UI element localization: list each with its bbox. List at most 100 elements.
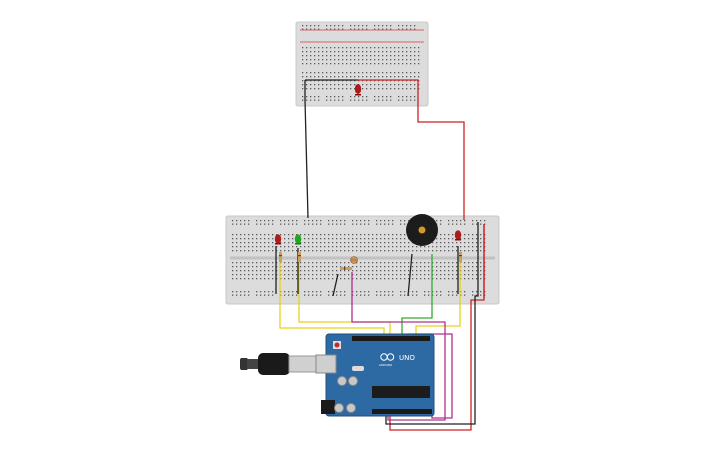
breadboard-hole[interactable] <box>322 88 324 90</box>
breadboard-hole[interactable] <box>308 294 310 296</box>
breadboard-hole[interactable] <box>452 220 454 222</box>
breadboard-hole[interactable] <box>408 262 410 264</box>
breadboard-hole[interactable] <box>388 278 390 280</box>
breadboard-hole[interactable] <box>378 84 380 86</box>
breadboard-hole[interactable] <box>390 28 392 30</box>
breadboard-hole[interactable] <box>388 270 390 272</box>
breadboard-hole[interactable] <box>456 270 458 272</box>
breadboard-hole[interactable] <box>284 270 286 272</box>
breadboard-hole[interactable] <box>376 246 378 248</box>
breadboard-hole[interactable] <box>310 25 312 27</box>
breadboard-hole[interactable] <box>358 47 360 49</box>
breadboard-hole[interactable] <box>324 234 326 236</box>
breadboard-hole[interactable] <box>288 270 290 272</box>
breadboard-hole[interactable] <box>378 55 380 57</box>
breadboard-hole[interactable] <box>414 72 416 74</box>
breadboard-hole[interactable] <box>360 238 362 240</box>
breadboard-hole[interactable] <box>414 51 416 53</box>
breadboard-hole[interactable] <box>402 96 404 98</box>
breadboard-hole[interactable] <box>406 59 408 61</box>
breadboard-hole[interactable] <box>412 278 414 280</box>
breadboard-hole[interactable] <box>264 246 266 248</box>
breadboard-hole[interactable] <box>382 25 384 27</box>
breadboard-hole[interactable] <box>352 238 354 240</box>
breadboard-hole[interactable] <box>432 246 434 248</box>
breadboard-hole[interactable] <box>424 246 426 248</box>
breadboard-hole[interactable] <box>316 242 318 244</box>
breadboard-hole[interactable] <box>392 274 394 276</box>
breadboard-hole[interactable] <box>240 270 242 272</box>
breadboard-hole[interactable] <box>310 28 312 30</box>
breadboard-hole[interactable] <box>306 55 308 57</box>
breadboard-hole[interactable] <box>390 63 392 65</box>
breadboard-hole[interactable] <box>336 291 338 293</box>
breadboard-hole[interactable] <box>464 238 466 240</box>
breadboard-hole[interactable] <box>310 84 312 86</box>
breadboard-hole[interactable] <box>244 266 246 268</box>
breadboard-hole[interactable] <box>344 294 346 296</box>
breadboard-hole[interactable] <box>406 76 408 78</box>
breadboard-hole[interactable] <box>436 294 438 296</box>
breadboard-hole[interactable] <box>384 238 386 240</box>
breadboard-hole[interactable] <box>252 262 254 264</box>
breadboard-hole[interactable] <box>340 220 342 222</box>
breadboard-hole[interactable] <box>344 234 346 236</box>
breadboard-hole[interactable] <box>386 72 388 74</box>
breadboard-hole[interactable] <box>378 28 380 30</box>
breadboard-hole[interactable] <box>292 278 294 280</box>
breadboard-hole[interactable] <box>336 274 338 276</box>
breadboard-hole[interactable] <box>300 234 302 236</box>
wire-black-buzzer[interactable] <box>407 253 413 297</box>
breadboard-hole[interactable] <box>382 99 384 101</box>
breadboard-hole[interactable] <box>288 274 290 276</box>
photoresistor[interactable] <box>350 256 358 264</box>
breadboard-hole[interactable] <box>308 250 310 252</box>
breadboard-hole[interactable] <box>388 250 390 252</box>
breadboard-hole[interactable] <box>334 47 336 49</box>
breadboard-hole[interactable] <box>374 76 376 78</box>
breadboard-hole[interactable] <box>460 220 462 222</box>
breadboard-hole[interactable] <box>240 294 242 296</box>
breadboard-hole[interactable] <box>268 266 270 268</box>
breadboard-hole[interactable] <box>260 242 262 244</box>
breadboard-hole[interactable] <box>400 223 402 225</box>
breadboard-hole[interactable] <box>256 242 258 244</box>
breadboard-hole[interactable] <box>452 294 454 296</box>
breadboard-hole[interactable] <box>384 291 386 293</box>
breadboard-hole[interactable] <box>464 246 466 248</box>
breadboard-hole[interactable] <box>264 270 266 272</box>
breadboard-hole[interactable] <box>476 291 478 293</box>
breadboard-hole[interactable] <box>382 47 384 49</box>
breadboard-hole[interactable] <box>248 266 250 268</box>
breadboard-hole[interactable] <box>380 274 382 276</box>
breadboard-hole[interactable] <box>330 55 332 57</box>
breadboard-hole[interactable] <box>452 270 454 272</box>
breadboard-hole[interactable] <box>302 80 304 82</box>
breadboard-hole[interactable] <box>376 250 378 252</box>
breadboard-hole[interactable] <box>316 270 318 272</box>
breadboard-hole[interactable] <box>314 59 316 61</box>
breadboard-hole[interactable] <box>248 220 250 222</box>
breadboard-hole[interactable] <box>362 88 364 90</box>
breadboard-hole[interactable] <box>232 294 234 296</box>
breadboard-hole[interactable] <box>376 262 378 264</box>
breadboard-hole[interactable] <box>394 76 396 78</box>
breadboard-hole[interactable] <box>308 238 310 240</box>
breadboard-hole[interactable] <box>436 246 438 248</box>
breadboard-hole[interactable] <box>374 84 376 86</box>
breadboard-hole[interactable] <box>338 63 340 65</box>
breadboard-hole[interactable] <box>476 242 478 244</box>
breadboard-hole[interactable] <box>300 266 302 268</box>
breadboard-hole[interactable] <box>252 234 254 236</box>
breadboard-hole[interactable] <box>448 291 450 293</box>
breadboard-hole[interactable] <box>406 63 408 65</box>
breadboard-hole[interactable] <box>344 291 346 293</box>
breadboard-hole[interactable] <box>292 294 294 296</box>
breadboard-hole[interactable] <box>272 266 274 268</box>
breadboard-hole[interactable] <box>468 234 470 236</box>
breadboard-hole[interactable] <box>324 274 326 276</box>
breadboard-hole[interactable] <box>372 242 374 244</box>
breadboard-hole[interactable] <box>460 238 462 240</box>
resistor-3[interactable] <box>459 252 462 262</box>
breadboard-hole[interactable] <box>408 250 410 252</box>
